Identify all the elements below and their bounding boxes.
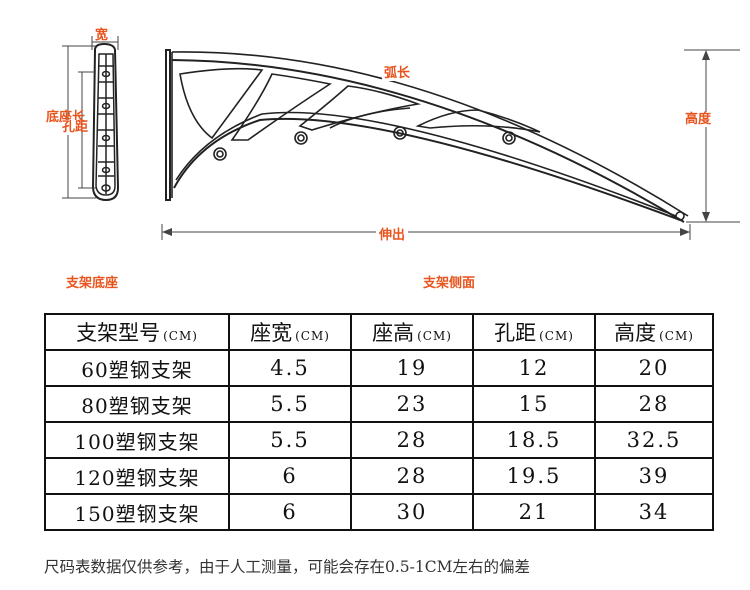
- cell-seat-height: 19: [350, 349, 474, 387]
- disclaimer-note: 尺码表数据仅供参考，由于人工测量，可能会存在0.5-1CM左右的偏差: [44, 558, 530, 576]
- cell-height: 20: [594, 349, 714, 387]
- table-row: 150塑钢支架 6 30 21 34: [44, 493, 714, 531]
- width-label: 宽: [95, 28, 109, 43]
- side-caption: 支架侧面: [423, 276, 476, 291]
- cell-hole-distance: 21: [472, 493, 596, 531]
- bracket-diagram: 宽 底座长 孔距 弧长 高度 伸出 支架底座 支架侧面: [46, 28, 740, 291]
- cell-height: 34: [594, 493, 714, 531]
- header-height: 高度(CM): [594, 313, 714, 351]
- cell-seat-height: 23: [350, 385, 474, 423]
- arc-length-label: 弧长: [382, 62, 413, 81]
- cell-hole-distance: 18.5: [472, 421, 596, 459]
- cell-model: 60塑钢支架: [44, 349, 230, 387]
- cell-seat-width: 6: [228, 457, 352, 495]
- bracket-drawing: [62, 36, 740, 240]
- cell-height: 28: [594, 385, 714, 423]
- cell-hole-distance: 15: [472, 385, 596, 423]
- cell-model: 80塑钢支架: [44, 385, 230, 423]
- cell-height: 32.5: [594, 421, 714, 459]
- cell-seat-width: 6: [228, 493, 352, 531]
- cell-height: 39: [594, 457, 714, 495]
- bracket-side-drawing: [161, 49, 740, 240]
- table-row: 120塑钢支架 6 28 19.5 39: [44, 457, 714, 495]
- cell-seat-width: 5.5: [228, 421, 352, 459]
- cell-hole-distance: 19.5: [472, 457, 596, 495]
- cell-seat-width: 5.5: [228, 385, 352, 423]
- cell-model: 100塑钢支架: [44, 421, 230, 459]
- table-row: 100塑钢支架 5.5 28 18.5 32.5: [44, 421, 714, 459]
- cell-seat-width: 4.5: [228, 349, 352, 387]
- header-seat-height: 座高(CM): [350, 313, 474, 351]
- table-row: 80塑钢支架 5.5 23 15 28: [44, 385, 714, 423]
- table-header-row: 支架型号(CM) 座宽(CM) 座高(CM) 孔距(CM) 高度(CM): [44, 313, 714, 351]
- cell-model: 150塑钢支架: [44, 493, 230, 531]
- header-hole-distance: 孔距(CM): [472, 313, 596, 351]
- cell-model: 120塑钢支架: [44, 457, 230, 495]
- size-table-wrapper: 支架型号(CM) 座宽(CM) 座高(CM) 孔距(CM) 高度(CM) 60塑…: [44, 313, 714, 531]
- cell-seat-height: 28: [350, 457, 474, 495]
- height-label: 高度: [683, 112, 713, 127]
- header-model: 支架型号(CM): [44, 313, 230, 351]
- extension-label: 伸出: [376, 224, 409, 243]
- table-row: 60塑钢支架 4.5 19 12 20: [44, 349, 714, 387]
- cell-hole-distance: 12: [472, 349, 596, 387]
- base-length-label: 底座长: [46, 110, 86, 125]
- cell-seat-height: 30: [350, 493, 474, 531]
- header-seat-width: 座宽(CM): [228, 313, 352, 351]
- hole-distance-label: 孔距: [62, 120, 89, 135]
- base-caption: 支架底座: [66, 276, 119, 291]
- bracket-base-drawing: [62, 36, 120, 202]
- cell-seat-height: 28: [350, 421, 474, 459]
- size-table: 支架型号(CM) 座宽(CM) 座高(CM) 孔距(CM) 高度(CM) 60塑…: [44, 313, 714, 531]
